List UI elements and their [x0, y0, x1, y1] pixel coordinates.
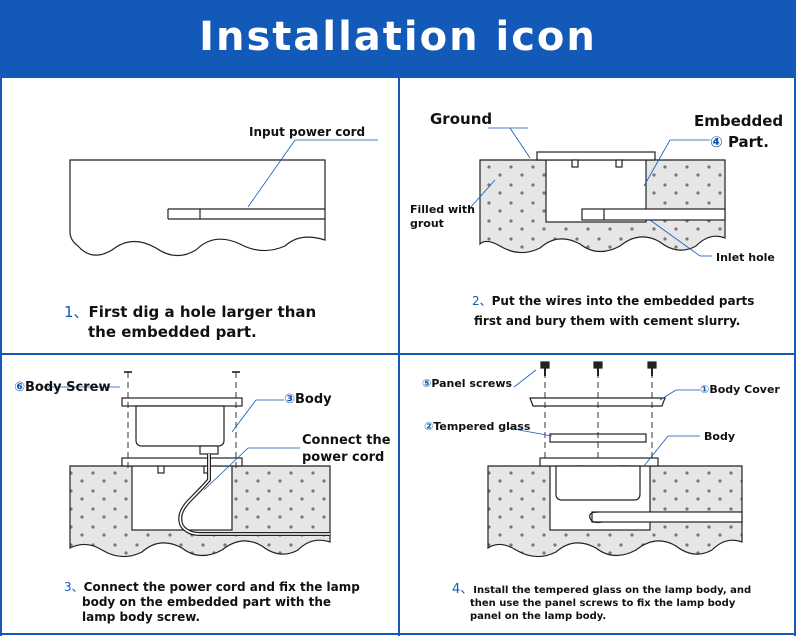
label-body-screw: ⑥Body Screw — [14, 380, 110, 395]
step3-caption: 3、Connect the power cord and fix the lam… — [64, 580, 360, 625]
step4-caption: 4、Install the tempered glass on the lamp… — [452, 583, 751, 623]
step3-line3: lamp body screw. — [82, 610, 201, 624]
label-grout-line2: grout — [410, 217, 444, 230]
label-connect-power-cord: Connect the power cord — [302, 432, 391, 466]
panel1-diagram — [69, 139, 378, 257]
label-body: ③Body — [284, 392, 332, 407]
panel2-diagram — [469, 127, 726, 257]
step3-line2: body on the embedded part with the — [82, 595, 332, 609]
label-panel-screws-text: Panel screws — [431, 377, 513, 390]
page-title: Installation icon — [199, 14, 597, 60]
label-body-screw-text: Body Screw — [25, 380, 111, 395]
step4-line2: then use the panel screws to fix the lam… — [470, 598, 736, 609]
label-tempered-glass-text: Tempered glass — [433, 420, 531, 433]
label-panel-screws: ⑤Panel screws — [422, 377, 512, 390]
label-body-panel4: Body — [704, 430, 735, 443]
label-panel-screws-number: ⑤ — [422, 377, 432, 390]
label-grout: Filled with grout — [410, 203, 475, 231]
frame-bottom-border — [0, 633, 796, 635]
label-embedded-number: ④ — [710, 133, 723, 151]
step1-line2: the embedded part. — [88, 323, 257, 341]
panel-divider-horizontal — [0, 353, 796, 355]
label-body-cover-number: ① — [700, 383, 710, 396]
step2-line1: Put the wires into the embedded parts — [491, 294, 755, 308]
step1-number: 1、 — [64, 303, 89, 321]
step3-line1: Connect the power cord and fix the lamp — [83, 580, 360, 594]
frame-left-border — [0, 78, 2, 636]
label-input-power-cord: Input power cord — [249, 125, 366, 139]
frame-right-border — [794, 78, 796, 636]
label-grout-line1: Filled with — [410, 203, 476, 216]
label-body-number: ③ — [284, 392, 296, 407]
label-embedded-part: Part. — [727, 133, 769, 151]
step3-number: 3、 — [64, 580, 84, 594]
label-tempered-glass: ②Tempered glass — [424, 420, 530, 433]
label-body-cover-text: Body Cover — [709, 383, 780, 396]
label-connect-line2: power cord — [302, 450, 385, 465]
panel4-diagram — [487, 361, 743, 558]
step4-line3: panel on the lamp body. — [470, 611, 607, 622]
title-banner: Installation icon — [0, 0, 796, 78]
label-embedded-line2: ④ Part. — [710, 133, 769, 151]
label-inlet-hole: Inlet hole — [716, 251, 775, 264]
label-body-cover: ①Body Cover — [700, 383, 780, 396]
step1-line1: First dig a hole larger than — [88, 303, 317, 321]
label-body-screw-number: ⑥ — [14, 380, 26, 395]
step2-number: 2、 — [472, 294, 492, 308]
step1-caption: 1、First dig a hole larger than the embed… — [64, 302, 316, 342]
step2-line2: first and bury them with cement slurry. — [474, 314, 741, 328]
panel3-diagram — [40, 371, 331, 558]
panel-divider-vertical — [398, 78, 400, 636]
label-connect-line1: Connect the — [302, 433, 391, 448]
step4-number: 4、 — [452, 582, 474, 597]
label-body-text: Body — [295, 392, 332, 407]
label-ground: Ground — [430, 110, 493, 128]
label-tempered-glass-number: ② — [424, 420, 434, 433]
label-embedded-line1: Embedded — [694, 112, 784, 130]
step2-caption: 2、Put the wires into the embedded parts … — [472, 291, 754, 331]
step4-line1: Install the tempered glass on the lamp b… — [473, 585, 752, 596]
